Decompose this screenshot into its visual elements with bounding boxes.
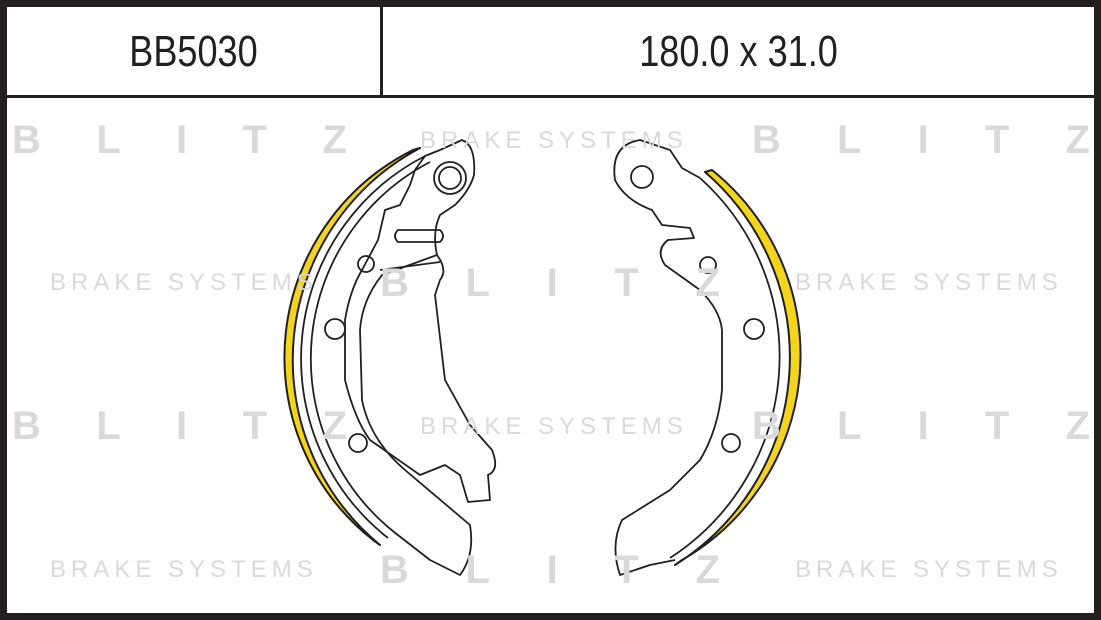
left-shoe-rim-inner xyxy=(309,161,431,533)
right-brake-shoe xyxy=(613,139,802,576)
right-rivet-hole xyxy=(699,256,717,274)
left-rivet-hole xyxy=(324,318,346,340)
right-rivet-hole xyxy=(743,318,765,340)
watermark-tagline: BRAKE SYSTEMS xyxy=(50,556,318,583)
left-shoe-rim xyxy=(300,155,426,539)
right-anchor-hole xyxy=(630,165,654,189)
left-anchor-hole xyxy=(438,166,462,190)
right-shoe-rim xyxy=(669,177,781,559)
left-brake-shoe xyxy=(283,139,497,576)
left-rivet-hole xyxy=(348,433,368,453)
watermark-tagline: BRAKE SYSTEMS xyxy=(420,413,688,440)
watermark-tagline: BRAKE SYSTEMS xyxy=(420,127,688,154)
header-divider xyxy=(0,95,1101,98)
watermark-tagline: BRAKE SYSTEMS xyxy=(50,269,318,296)
right-shoe-web xyxy=(613,139,723,576)
part-number: BB5030 xyxy=(129,27,258,76)
left-shoe-web xyxy=(344,139,497,503)
watermark-tagline: BRAKE SYSTEMS xyxy=(795,556,1063,583)
left-shoe-slot xyxy=(394,229,444,243)
left-shoe-line xyxy=(379,261,441,271)
left-anchor-ring xyxy=(433,161,467,195)
dimensions: 180.0 x 31.0 xyxy=(639,27,838,76)
right-rivet-hole xyxy=(721,433,741,453)
watermark-tagline: BRAKE SYSTEMS xyxy=(795,269,1063,296)
left-shoe-table xyxy=(359,254,473,576)
left-lining xyxy=(283,147,421,546)
right-lining xyxy=(674,169,802,566)
left-rivet-hole xyxy=(357,255,375,273)
header-column-divider xyxy=(380,0,383,97)
